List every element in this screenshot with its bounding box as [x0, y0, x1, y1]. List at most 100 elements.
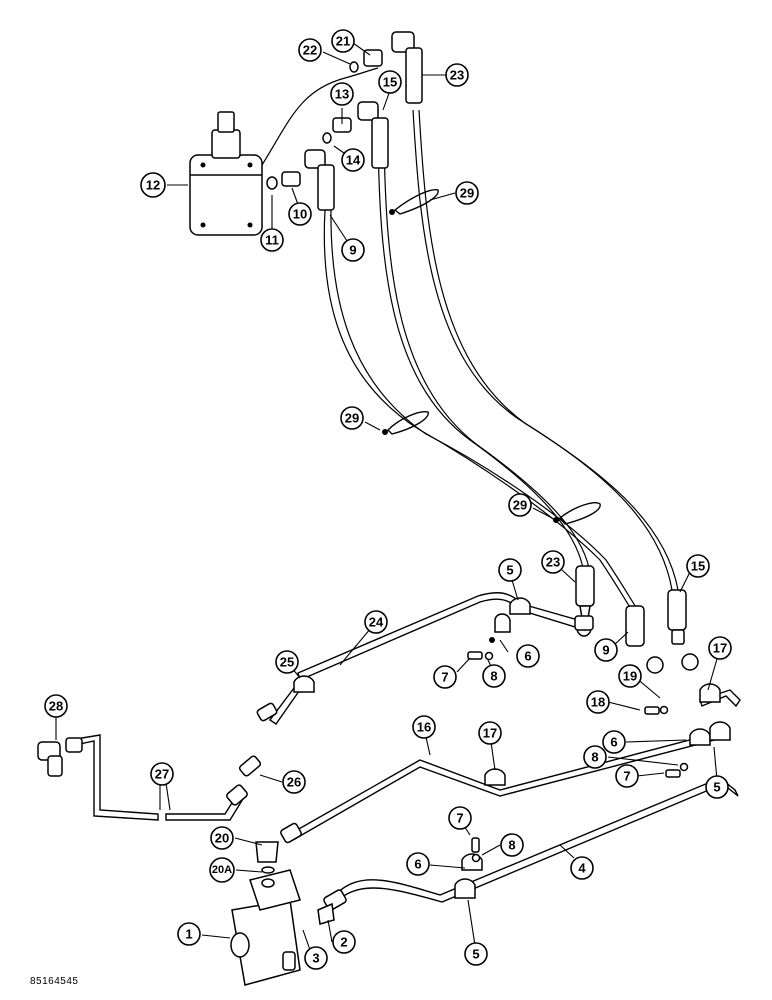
svg-text:9: 9: [602, 643, 609, 658]
svg-text:3: 3: [312, 951, 319, 966]
lower-hose-fittings: [575, 565, 699, 674]
svg-text:6: 6: [524, 649, 531, 664]
callout-20a: 20A: [209, 857, 235, 883]
document-id: 85164545: [30, 976, 79, 987]
callout-5-bottom: 5: [464, 942, 488, 966]
callout-29-lower: 29: [508, 493, 532, 517]
svg-text:23: 23: [450, 68, 464, 83]
callout-4: 4: [570, 856, 594, 880]
callout-19: 19: [618, 664, 642, 688]
svg-text:8: 8: [591, 750, 598, 765]
callout-13: 13: [330, 82, 354, 106]
svg-text:23: 23: [546, 555, 560, 570]
callout-29-middle: 29: [340, 406, 364, 430]
callout-21: 21: [331, 29, 355, 53]
svg-text:8: 8: [508, 838, 515, 853]
callout-9-lower: 9: [594, 638, 618, 662]
callout-14: 14: [341, 148, 365, 172]
steering-motor-part-12: [189, 111, 263, 236]
svg-text:29: 29: [460, 186, 474, 201]
callout-7-bottom: 7: [448, 806, 472, 830]
svg-text:7: 7: [623, 769, 630, 784]
svg-text:1: 1: [185, 927, 192, 942]
callout-28: 28: [44, 694, 68, 718]
callout-8-top: 8: [482, 664, 506, 688]
hose-lines: [261, 67, 679, 611]
callout-23-upper: 23: [445, 63, 469, 87]
tube-couplings: [226, 615, 594, 911]
hose-strap-lower: [553, 502, 601, 525]
svg-text:15: 15: [383, 75, 397, 90]
callout-12: 12: [140, 172, 166, 198]
callout-25: 25: [275, 650, 299, 674]
callout-17-middle: 17: [478, 721, 502, 745]
svg-text:7: 7: [441, 670, 448, 685]
svg-text:14: 14: [346, 153, 361, 168]
svg-text:18: 18: [591, 695, 605, 710]
callout-1: 1: [177, 922, 201, 946]
svg-text:5: 5: [506, 563, 513, 578]
svg-text:12: 12: [146, 178, 160, 193]
callout-7-top: 7: [433, 665, 457, 689]
callout-11: 11: [260, 228, 284, 252]
svg-text:29: 29: [345, 411, 359, 426]
svg-text:7: 7: [456, 811, 463, 826]
callout-26: 26: [282, 770, 306, 794]
valve-part-1: [230, 841, 335, 986]
callout-15-upper: 15: [378, 70, 402, 94]
callout-7-right: 7: [615, 764, 639, 788]
callout-5-top: 5: [498, 558, 522, 582]
hose-strap-upper: [389, 189, 439, 215]
svg-text:16: 16: [417, 720, 431, 735]
fitting-part-28: [37, 737, 83, 777]
callout-9-upper: 9: [341, 238, 365, 262]
callout-24: 24: [364, 610, 388, 634]
callout-29-upper: 29: [455, 181, 479, 205]
hose-strap-middle: [382, 411, 429, 435]
callout-2: 2: [332, 930, 356, 954]
callout-27: 27: [150, 762, 174, 786]
svg-text:2: 2: [340, 935, 347, 950]
svg-text:4: 4: [578, 861, 586, 876]
svg-text:22: 22: [303, 43, 317, 58]
callout-8-right: 8: [583, 745, 607, 769]
callout-23-lower: 23: [541, 550, 565, 574]
callout-10: 10: [288, 202, 312, 226]
callout-16: 16: [412, 715, 436, 739]
svg-text:6: 6: [610, 735, 617, 750]
svg-text:20A: 20A: [212, 864, 232, 876]
svg-text:28: 28: [49, 699, 63, 714]
svg-text:17: 17: [483, 726, 497, 741]
bolts-and-washers: [467, 651, 689, 863]
svg-text:13: 13: [335, 87, 349, 102]
svg-text:10: 10: [293, 207, 307, 222]
callout-15-lower: 15: [686, 554, 710, 578]
svg-text:21: 21: [336, 34, 350, 49]
callout-17-right: 17: [708, 636, 732, 660]
svg-text:6: 6: [414, 857, 421, 872]
svg-text:26: 26: [287, 775, 301, 790]
svg-text:29: 29: [513, 498, 527, 513]
callout-8-bottom: 8: [500, 833, 524, 857]
callout-6-right: 6: [602, 730, 626, 754]
callout-18: 18: [586, 690, 610, 714]
svg-text:5: 5: [713, 780, 720, 795]
upper-fittings: [266, 31, 423, 211]
svg-text:24: 24: [369, 615, 384, 630]
svg-text:20: 20: [215, 831, 229, 846]
callout-6-bottom: 6: [406, 852, 430, 876]
callout-20: 20: [210, 826, 234, 850]
callout-6-top: 6: [516, 644, 540, 668]
callout-3: 3: [304, 946, 328, 970]
svg-text:8: 8: [490, 669, 497, 684]
svg-text:11: 11: [265, 233, 279, 248]
tube-clamps: [293, 597, 731, 899]
svg-text:9: 9: [349, 243, 356, 258]
svg-text:15: 15: [691, 559, 705, 574]
callout-5-right: 5: [705, 775, 729, 799]
svg-text:19: 19: [623, 669, 637, 684]
callout-22: 22: [298, 38, 322, 62]
svg-text:17: 17: [713, 641, 727, 656]
svg-text:5: 5: [472, 947, 479, 962]
